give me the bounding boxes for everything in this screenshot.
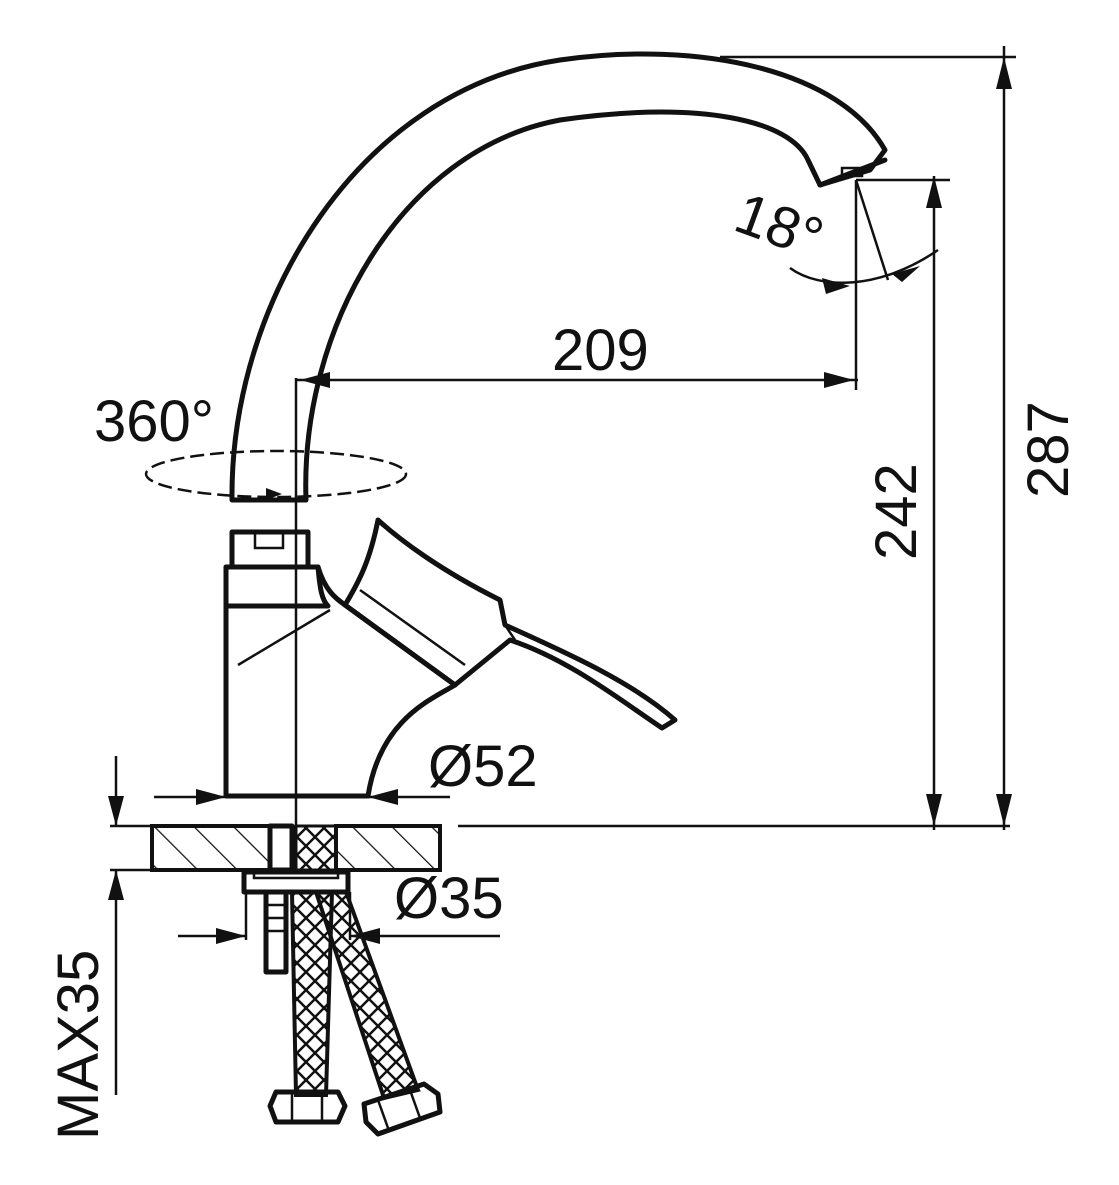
total-height-label: 287 — [1016, 401, 1081, 498]
hose-nut-left — [267, 1089, 348, 1125]
hose-nut-right — [361, 1081, 443, 1137]
base-diameter-label: Ø52 — [428, 734, 538, 799]
swivel-angle-label: 360° — [94, 389, 214, 454]
max-thickness-label: MAX35 — [46, 950, 111, 1140]
outlet-height-dimension-line — [856, 176, 950, 830]
mounting-stud — [263, 889, 289, 975]
reach-dimension-line — [296, 180, 858, 390]
fixing-nut — [241, 868, 351, 895]
total-height-dimension-line — [720, 46, 1016, 830]
lever-handle — [342, 517, 678, 731]
countertop-thickness-dimension-line — [108, 756, 124, 1095]
base-diameter-dimension-line — [154, 789, 450, 805]
spout — [229, 51, 888, 503]
reach-label: 209 — [552, 318, 649, 383]
swivel-indicator — [144, 449, 408, 500]
shank-diameter-label: Ø35 — [394, 866, 504, 931]
outlet-angle-indicator — [789, 179, 939, 294]
outlet-height-label: 242 — [864, 463, 929, 560]
aerator — [840, 166, 864, 178]
outlet-angle-label: 18° — [727, 180, 832, 271]
faucet-body — [223, 564, 458, 799]
countertop-section — [110, 823, 1010, 873]
supply-hoses — [289, 890, 421, 1101]
shank-diameter-dimension-line — [178, 892, 500, 944]
